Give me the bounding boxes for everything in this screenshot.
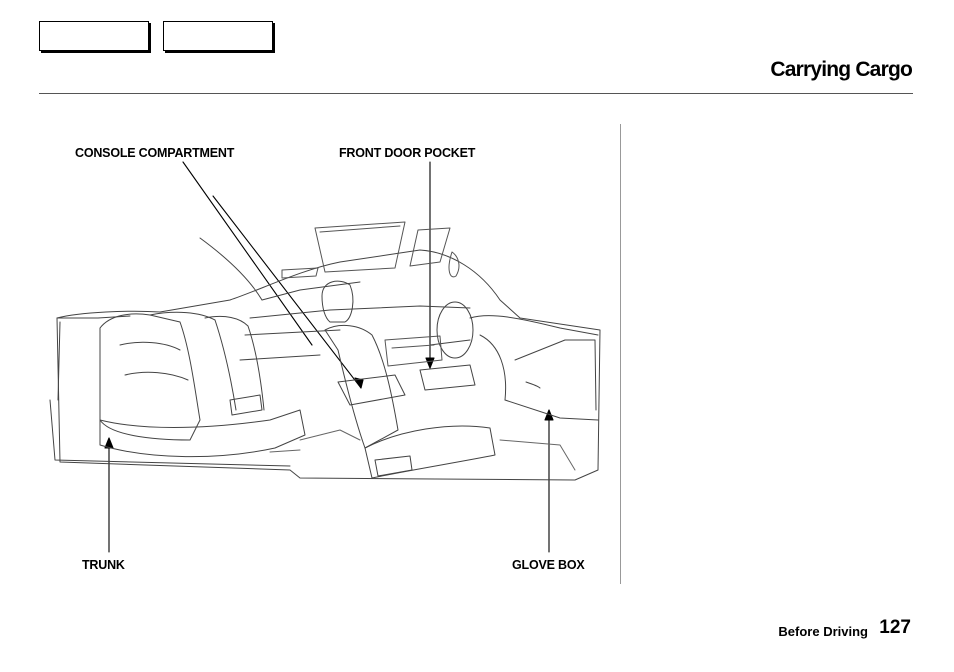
footer-page-number: 127 — [879, 617, 911, 638]
car-interior-illustration — [49, 161, 601, 553]
dashboard — [419, 301, 599, 421]
front-seat — [321, 280, 496, 479]
leader-lines — [104, 161, 554, 553]
column-divider — [620, 124, 621, 584]
label-front-door-pocket: FRONT DOOR POCKET — [339, 146, 476, 160]
label-console-compartment: CONSOLE COMPARTMENT — [75, 146, 235, 160]
label-glove-box: GLOVE BOX — [512, 558, 585, 572]
footer-section-name: Before Driving — [778, 624, 868, 639]
page-title: Carrying Cargo — [770, 58, 912, 81]
nav-tab-blank-2[interactable] — [163, 21, 273, 51]
floor — [269, 429, 576, 471]
header-divider — [39, 93, 913, 94]
sunroof — [281, 221, 460, 279]
door-panel — [384, 335, 443, 367]
nav-tab-blank-1[interactable] — [39, 21, 149, 51]
label-trunk: TRUNK — [82, 558, 125, 572]
rear-seat — [99, 311, 306, 458]
